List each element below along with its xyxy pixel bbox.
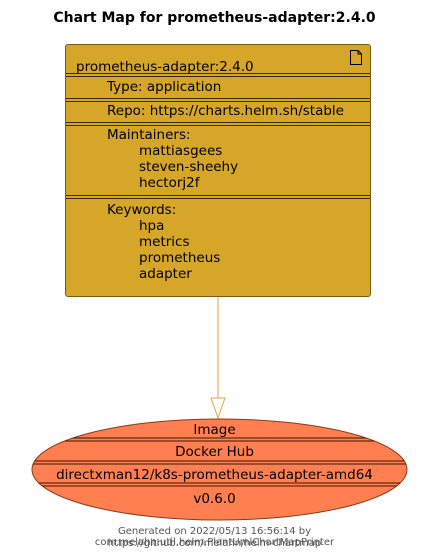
separator [66,98,370,102]
maintainer-item: mattiasgees [139,143,223,159]
keyword-item: hpa [139,218,165,234]
maintainer-item: steven-sheehy [139,159,239,175]
footer-generated: Generated on 2022/05/13 16:56:14 by com.… [94,526,335,548]
keyword-item: prometheus [139,250,221,266]
image-repository: directxman12/k8s-prometheus-adapter-amd6… [56,467,373,483]
separator [66,122,370,126]
chart-node[interactable]: prometheus-adapter:2.4.0 Type: applicati… [65,44,371,297]
footer-link[interactable]: https://github.com/melahn/helm-chartmap [107,538,322,549]
separator [66,73,370,77]
chart-name: prometheus-adapter:2.4.0 [76,59,254,75]
image-registry: Docker Hub [175,444,254,460]
diagram-title: Chart Map for prometheus-adapter:2.4.0 [53,10,376,26]
separator [66,195,370,199]
chart-type: Type: application [107,79,222,95]
maintainer-item: hectorj2f [139,175,200,191]
keyword-item: metrics [139,234,190,250]
image-stereotype: Image [193,422,236,438]
image-node[interactable] [31,418,408,521]
document-icon [350,50,362,65]
image-tag: v0.6.0 [193,491,236,507]
chart-repo: Repo: https://charts.helm.sh/stable [107,103,344,119]
keyword-item: adapter [139,266,192,282]
maintainers-label: Maintainers: [107,127,191,143]
keywords-label: Keywords: [107,202,177,218]
